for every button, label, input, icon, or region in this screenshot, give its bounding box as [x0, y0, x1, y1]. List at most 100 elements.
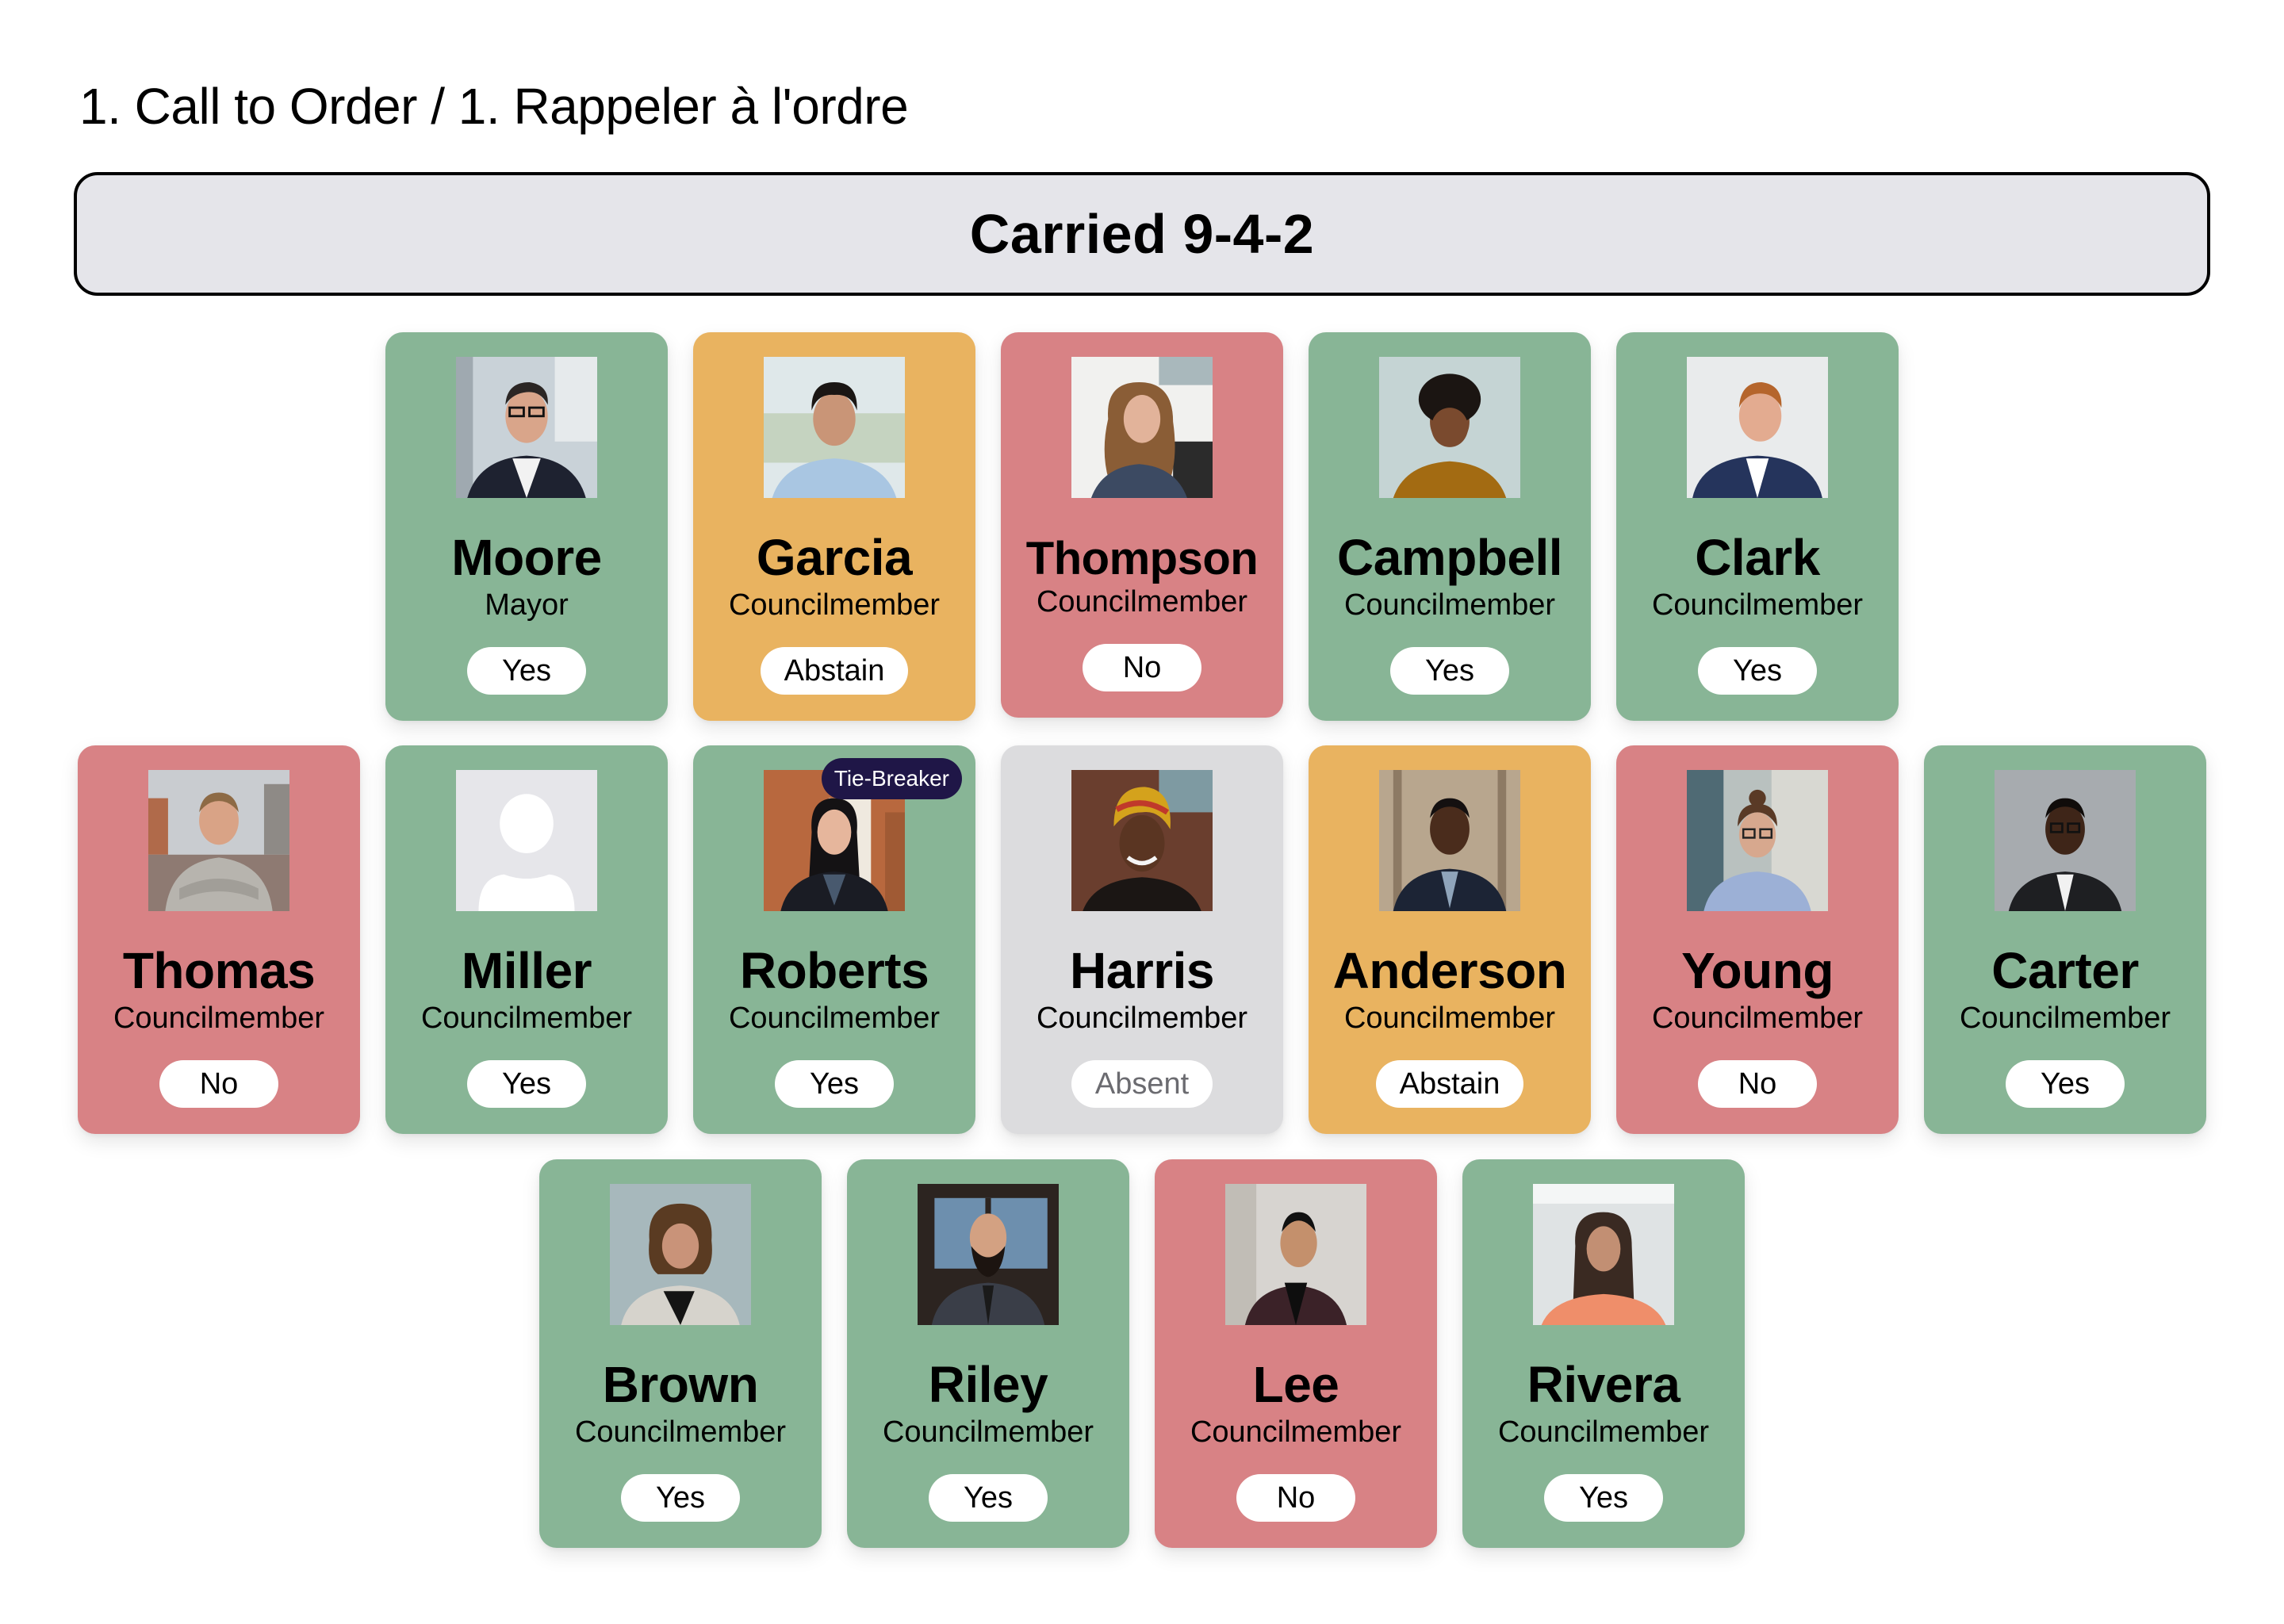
portrait-icon: [148, 770, 289, 911]
portrait-icon: [610, 1184, 751, 1325]
vote-pill[interactable]: No: [1698, 1060, 1817, 1108]
member-photo: [1379, 357, 1520, 498]
member-photo: [1687, 770, 1828, 911]
member-name: Garcia: [756, 529, 913, 586]
member-role: Councilmember: [728, 1002, 941, 1035]
tie-breaker-badge: Tie-Breaker: [821, 758, 962, 799]
vote-pill[interactable]: Absent: [1071, 1060, 1213, 1108]
vote-pill[interactable]: Yes: [1390, 647, 1509, 695]
member-photo: [918, 1184, 1059, 1325]
member-photo: [456, 357, 597, 498]
member-name: Roberts: [739, 942, 929, 999]
member-name: Rivera: [1527, 1356, 1680, 1413]
member-photo: [1225, 1184, 1366, 1325]
member-name: Carter: [1991, 942, 2139, 999]
vote-result-banner: Carried 9-4-2: [74, 172, 2210, 296]
vote-pill[interactable]: Yes: [775, 1060, 894, 1108]
vote-pill[interactable]: No: [1083, 644, 1201, 691]
member-photo: [456, 770, 597, 911]
vote-pill[interactable]: Yes: [467, 647, 586, 695]
member-card-harris[interactable]: Harris Councilmember Absent: [1001, 745, 1283, 1134]
portrait-icon: [764, 357, 905, 498]
member-card-miller[interactable]: Miller Councilmember Yes: [385, 745, 668, 1134]
vote-result-text: Carried 9-4-2: [969, 203, 1315, 265]
member-card-roberts[interactable]: Tie-Breaker Roberts Councilmember Yes: [693, 745, 975, 1134]
member-role: Councilmember: [1036, 585, 1248, 619]
member-name: Thomas: [122, 942, 316, 999]
member-card-thomas[interactable]: Thomas Councilmember No: [78, 745, 360, 1134]
member-card-garcia[interactable]: Garcia Councilmember Abstain: [693, 332, 975, 721]
member-name: Young: [1681, 942, 1834, 999]
portrait-icon: [1687, 357, 1828, 498]
vote-pill[interactable]: Yes: [1698, 647, 1817, 695]
member-photo: [1995, 770, 2136, 911]
member-photo: [148, 770, 289, 911]
member-role: Mayor: [485, 588, 569, 622]
page-title: 1. Call to Order / 1. Rappeler à l'ordre: [79, 78, 909, 135]
member-card-young[interactable]: Young Councilmember No: [1616, 745, 1899, 1134]
member-photo: [1379, 770, 1520, 911]
member-photo: [610, 1184, 751, 1325]
member-name: Anderson: [1332, 942, 1567, 999]
member-role: Councilmember: [1343, 588, 1556, 622]
member-role: Councilmember: [882, 1415, 1094, 1449]
vote-pill[interactable]: No: [159, 1060, 278, 1108]
member-name: Thompson: [1025, 533, 1259, 584]
member-name: Moore: [451, 529, 602, 586]
member-name: Clark: [1695, 529, 1820, 586]
avatar-placeholder-icon: [456, 770, 597, 911]
vote-pill[interactable]: Yes: [2006, 1060, 2125, 1108]
vote-pill[interactable]: No: [1236, 1474, 1355, 1522]
vote-pill[interactable]: Abstain: [760, 647, 909, 695]
member-name: Harris: [1070, 942, 1215, 999]
vote-pill[interactable]: Abstain: [1375, 1060, 1524, 1108]
member-photo: [1071, 770, 1213, 911]
member-card-rivera[interactable]: Rivera Councilmember Yes: [1462, 1159, 1745, 1548]
member-role: Councilmember: [1959, 1002, 2171, 1035]
member-role: Councilmember: [1497, 1415, 1710, 1449]
member-card-carter[interactable]: Carter Councilmember Yes: [1924, 745, 2206, 1134]
portrait-icon: [1071, 357, 1213, 498]
vote-pill[interactable]: Yes: [621, 1474, 740, 1522]
member-name: Riley: [928, 1356, 1048, 1413]
member-role: Councilmember: [728, 588, 941, 622]
member-card-campbell[interactable]: Campbell Councilmember Yes: [1309, 332, 1591, 721]
member-row: Thomas Councilmember No Miller Councilme…: [0, 745, 2284, 1134]
portrait-icon: [1533, 1184, 1674, 1325]
member-role: Councilmember: [113, 1002, 325, 1035]
portrait-icon: [918, 1184, 1059, 1325]
member-card-moore[interactable]: Moore Mayor Yes: [385, 332, 668, 721]
member-role: Councilmember: [1343, 1002, 1556, 1035]
member-row: Brown Councilmember Yes Riley Councilmem…: [0, 1159, 2284, 1548]
member-card-riley[interactable]: Riley Councilmember Yes: [847, 1159, 1129, 1548]
portrait-icon: [456, 357, 597, 498]
portrait-icon: [1379, 357, 1520, 498]
member-photo: [1071, 357, 1213, 498]
member-row: Moore Mayor Yes Garcia Councilmember Abs…: [0, 332, 2284, 721]
member-name: Lee: [1252, 1356, 1339, 1413]
member-card-thompson[interactable]: Thompson Councilmember No: [1001, 332, 1283, 718]
member-photo: [1533, 1184, 1674, 1325]
member-name: Brown: [602, 1356, 759, 1413]
vote-pill[interactable]: Yes: [467, 1060, 586, 1108]
member-card-lee[interactable]: Lee Councilmember No: [1155, 1159, 1437, 1548]
member-name: Campbell: [1336, 529, 1563, 586]
member-card-clark[interactable]: Clark Councilmember Yes: [1616, 332, 1899, 721]
member-photo: [764, 357, 905, 498]
portrait-icon: [1071, 770, 1213, 911]
portrait-icon: [1687, 770, 1828, 911]
member-card-anderson[interactable]: Anderson Councilmember Abstain: [1309, 745, 1591, 1134]
vote-pill[interactable]: Yes: [929, 1474, 1048, 1522]
vote-pill[interactable]: Yes: [1544, 1474, 1663, 1522]
member-role: Councilmember: [1651, 588, 1864, 622]
member-role: Councilmember: [1036, 1002, 1248, 1035]
portrait-icon: [1225, 1184, 1366, 1325]
member-photo: [1687, 357, 1828, 498]
portrait-icon: [1995, 770, 2136, 911]
member-card-brown[interactable]: Brown Councilmember Yes: [539, 1159, 822, 1548]
member-role: Councilmember: [574, 1415, 787, 1449]
member-role: Councilmember: [1190, 1415, 1402, 1449]
member-name: Miller: [461, 942, 592, 999]
portrait-icon: [1379, 770, 1520, 911]
member-role: Councilmember: [420, 1002, 633, 1035]
